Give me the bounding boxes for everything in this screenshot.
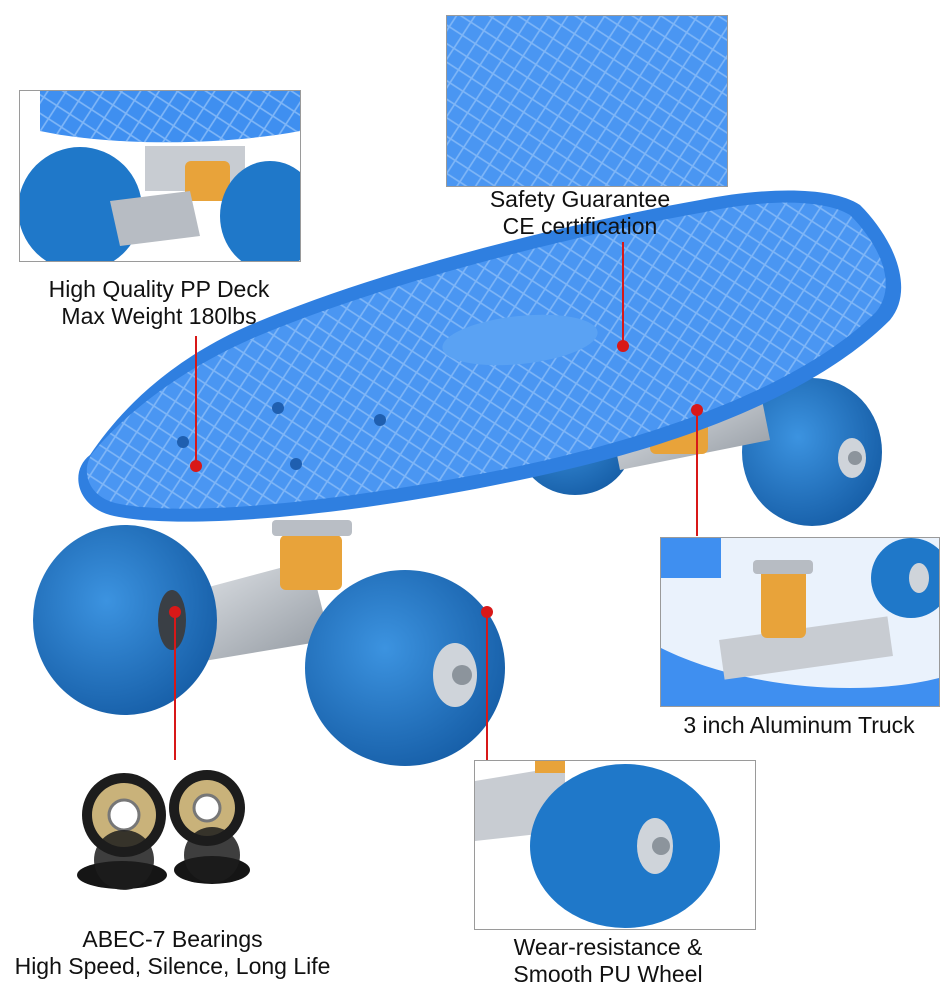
bearings-callout-line1: ABEC-7 Bearings	[82, 926, 263, 952]
deck-callout-line2: Max Weight 180lbs	[61, 303, 257, 329]
deck-texture-inset	[446, 15, 728, 187]
wheel-callout-label: Wear-resistance & Smooth PU Wheel	[474, 934, 742, 988]
front-wheel-right	[305, 570, 505, 766]
bearings-image	[72, 760, 252, 895]
bearings-callout-label: ABEC-7 Bearings High Speed, Silence, Lon…	[0, 926, 345, 980]
deck-detail-inset	[19, 90, 301, 262]
safety-callout-label: Safety Guarantee CE certification	[446, 186, 714, 240]
bearings-callout-line2: High Speed, Silence, Long Life	[14, 953, 331, 979]
truck-callout-label: 3 inch Aluminum Truck	[660, 712, 938, 739]
wheel-callout-line2: Smooth PU Wheel	[513, 961, 703, 987]
back-wheel-right	[742, 378, 882, 526]
wheel-detail-inset	[474, 760, 756, 930]
deck-callout-line1: High Quality PP Deck	[48, 276, 270, 302]
front-wheel-left	[33, 525, 217, 715]
safety-callout-line1: Safety Guarantee	[489, 186, 671, 212]
skateboard-deck	[78, 190, 902, 522]
deck-callout-label: High Quality PP Deck Max Weight 180lbs	[19, 276, 299, 330]
safety-callout-line2: CE certification	[502, 213, 658, 239]
callout-dots	[169, 340, 703, 618]
callout-lines	[174, 242, 698, 760]
wheel-callout-line1: Wear-resistance &	[513, 934, 703, 960]
truck-callout-line1: 3 inch Aluminum Truck	[683, 712, 915, 738]
truck-detail-inset	[660, 537, 940, 707]
